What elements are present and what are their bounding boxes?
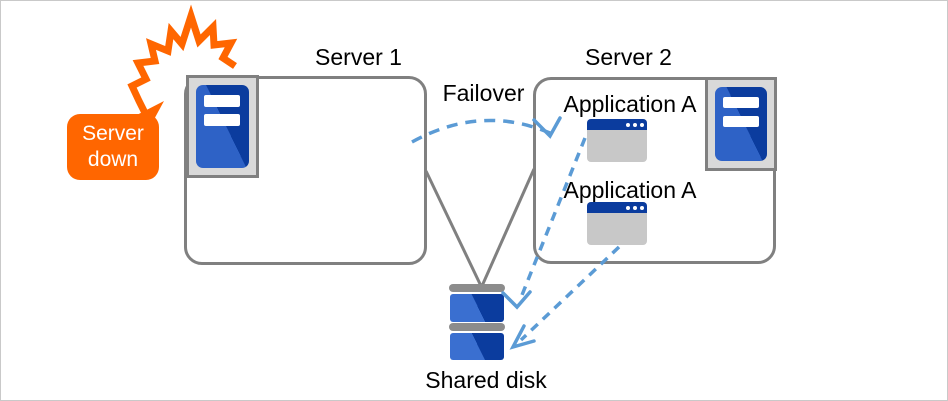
server-tower-icon xyxy=(705,77,777,171)
shared-disk-label: Shared disk xyxy=(425,367,547,393)
app-window-icon xyxy=(587,119,647,162)
server-tower-body xyxy=(715,87,767,161)
connector-server1-disk xyxy=(424,170,483,287)
app-window-icon xyxy=(587,202,647,245)
server1-box xyxy=(184,76,427,265)
server-down-callout: Server down xyxy=(67,114,159,180)
app1-to-disk-arrowhead xyxy=(501,290,532,310)
titlebar-dot xyxy=(633,123,637,127)
disk-platter xyxy=(450,294,504,322)
server-tower-body xyxy=(196,85,249,168)
server-slot xyxy=(723,116,759,127)
shared-disk-icon xyxy=(449,284,505,361)
server-slot xyxy=(723,97,759,108)
server-tower-icon xyxy=(186,75,259,178)
server-slot xyxy=(204,114,240,126)
application-a-label: Application A xyxy=(563,177,697,203)
server-down-callout-line1: Server xyxy=(82,122,144,145)
server-down-callout-line2: down xyxy=(87,148,139,171)
titlebar-dot xyxy=(640,206,644,210)
server1-label: Server 1 xyxy=(315,44,402,70)
server-slot xyxy=(204,95,240,107)
server2-label: Server 2 xyxy=(585,44,672,70)
failover-arrow-icon xyxy=(411,118,551,144)
titlebar-dot xyxy=(626,123,630,127)
disk-platter xyxy=(450,333,504,360)
titlebar-dot xyxy=(640,123,644,127)
application-a-label: Application A xyxy=(563,91,697,117)
disk-cap xyxy=(449,323,505,331)
connector-server2-disk xyxy=(480,168,536,287)
disk-cap xyxy=(449,284,505,292)
titlebar-dot xyxy=(633,206,637,210)
failover-label: Failover xyxy=(442,80,525,106)
app2-to-disk-arrowhead xyxy=(509,324,536,350)
app-window-titlebar xyxy=(587,119,647,130)
titlebar-dot xyxy=(626,206,630,210)
app-window-titlebar xyxy=(587,202,647,213)
